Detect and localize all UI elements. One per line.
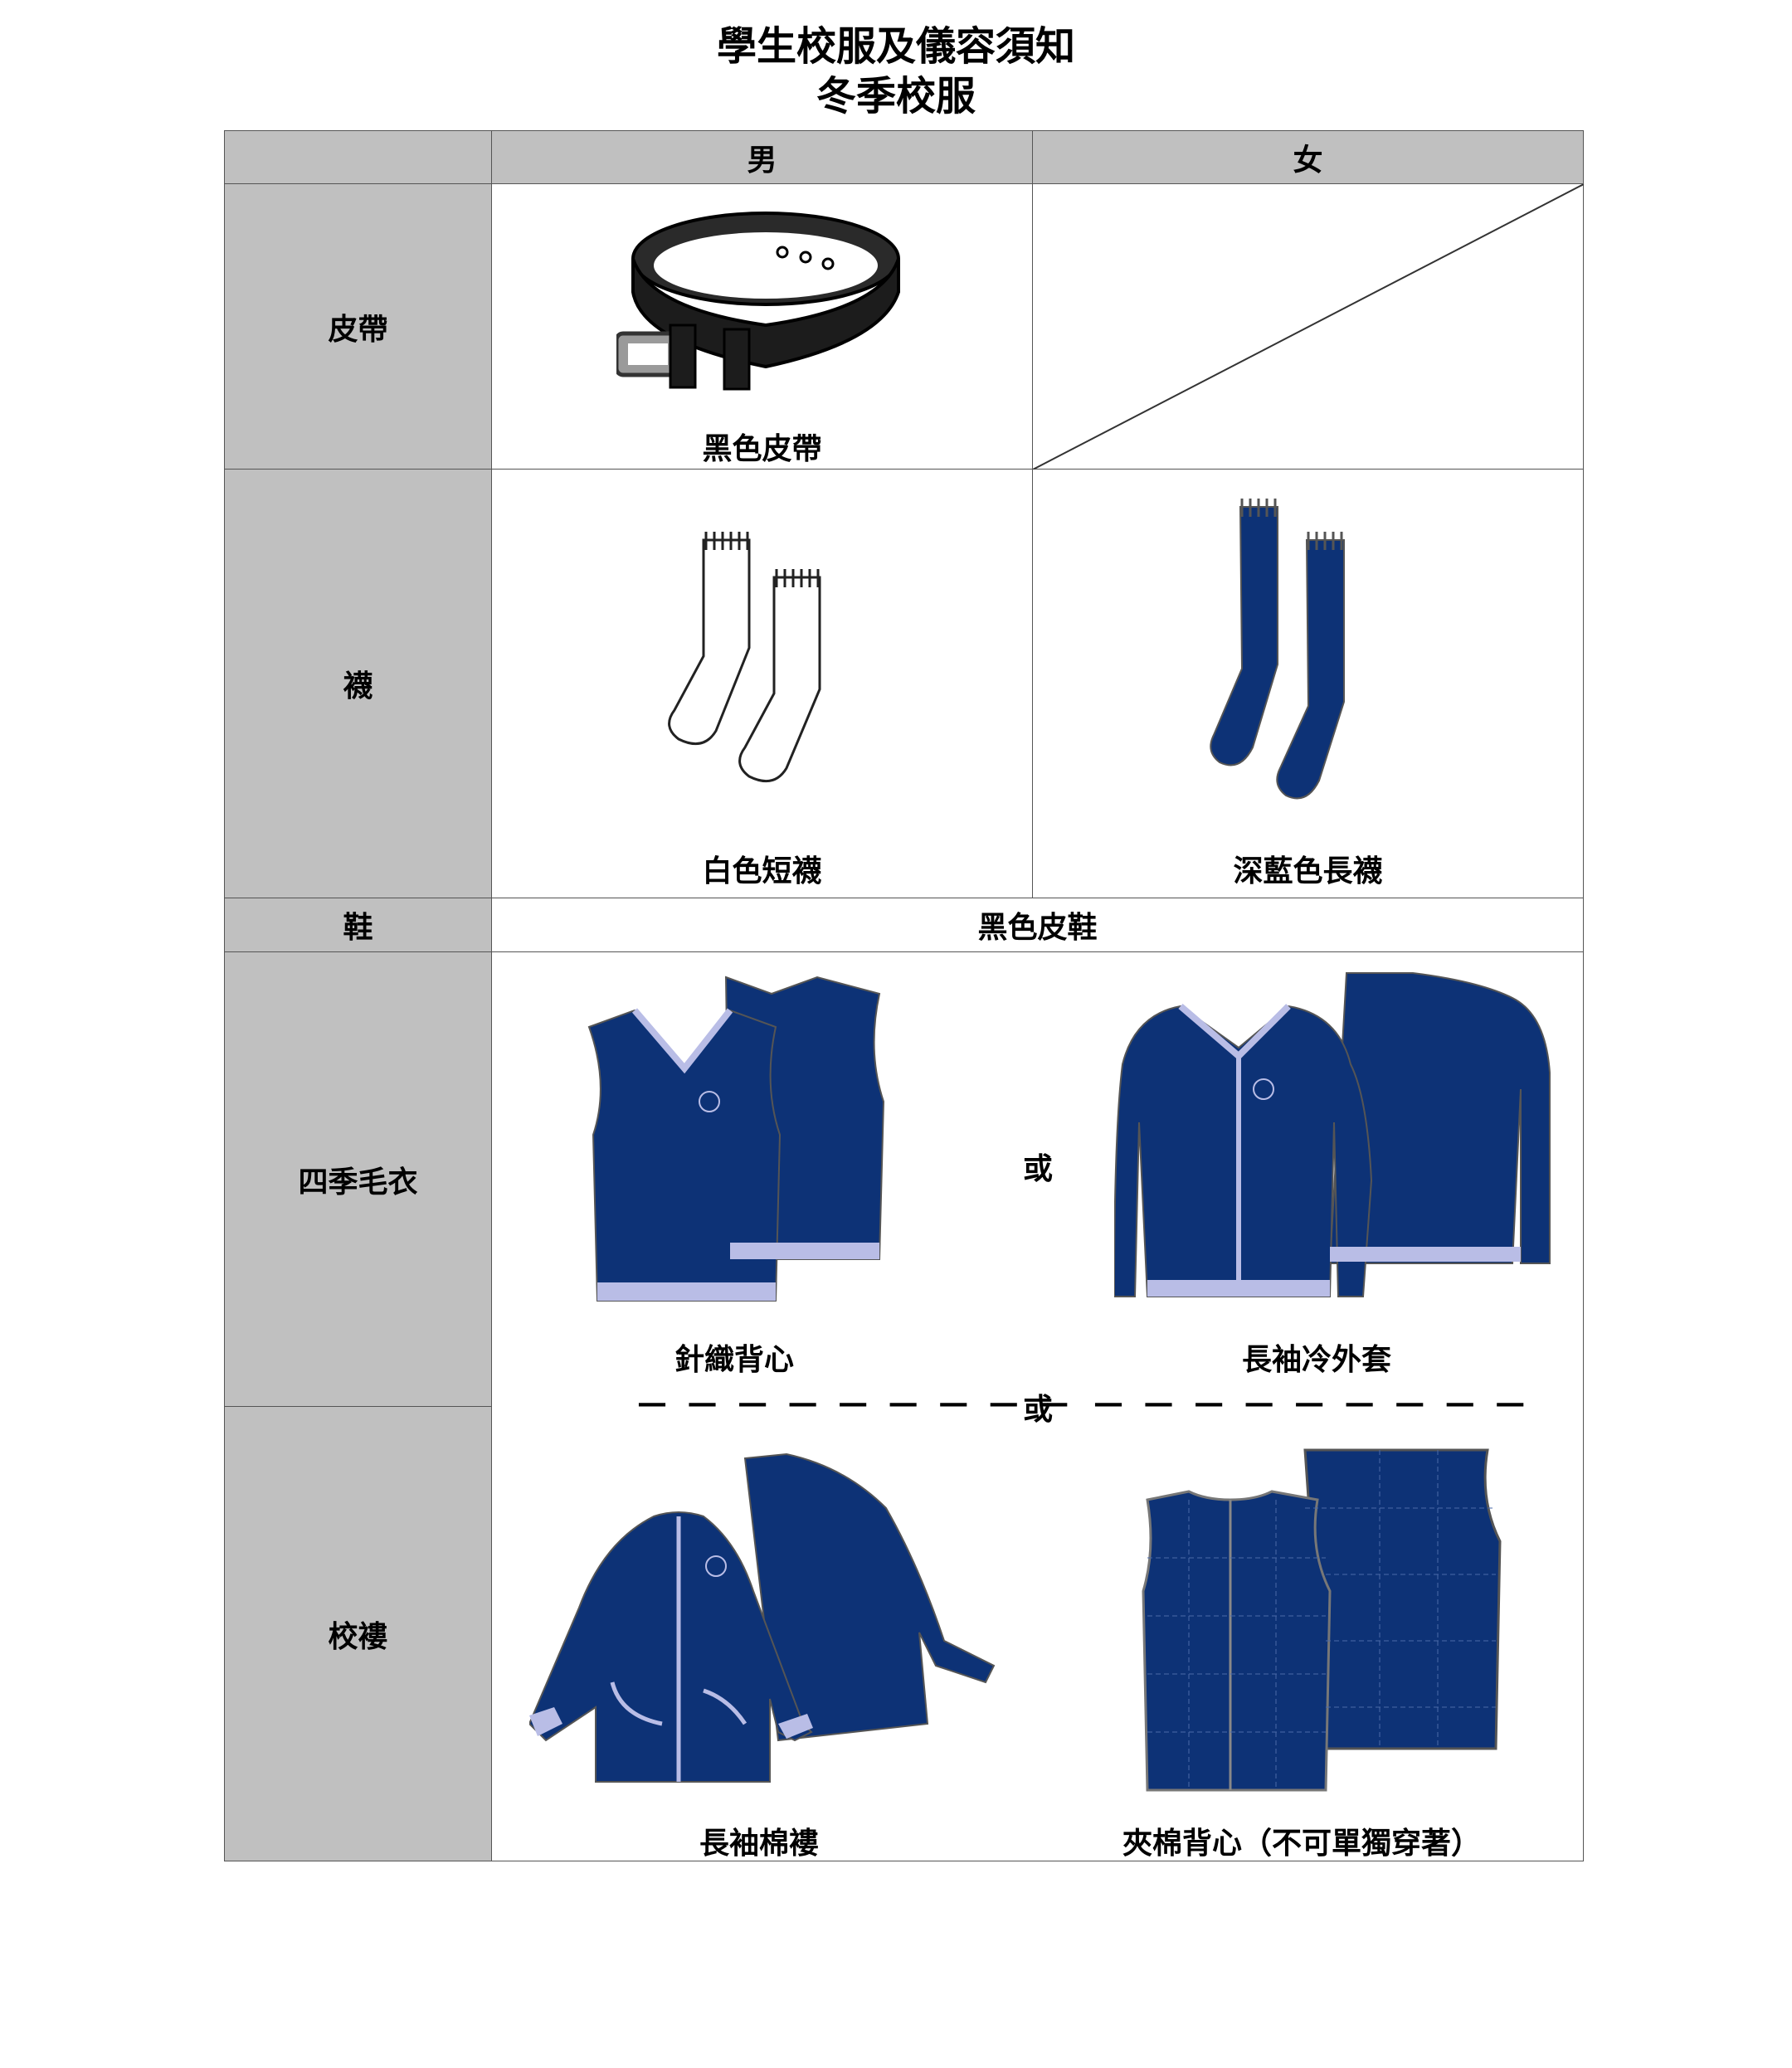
padded-coat-caption: 長袖棉褸 (699, 1826, 820, 1861)
female-socks-cell: 深藍色長襪 (1032, 469, 1584, 898)
navy-knee-socks-icon (1210, 499, 1345, 800)
uniform-table: 男 女 皮帶 黑色皮帶 襪 (224, 130, 1584, 1861)
cardigan-caption: 長袖冷外套 (1242, 1342, 1392, 1377)
belt-female-na (1032, 183, 1584, 470)
padded-vest-icon (1142, 1448, 1502, 1792)
page-title: 學生校服及儀容須知 (716, 23, 1075, 70)
outerwear-cell: 或 針織背心 長袖冷外套 — — — — — — — — — 或 — — — —… (491, 951, 1584, 1861)
divider-dashes-left: — — — — — — — — — (637, 1385, 1074, 1420)
belt-icon (616, 212, 900, 391)
belt-cell: 黑色皮帶 (491, 183, 1033, 470)
page-subtitle: 冬季校服 (816, 73, 976, 119)
header-blank (224, 130, 492, 184)
male-socks-cell: 白色短襪 (491, 469, 1033, 898)
not-applicable-diagonal (1033, 184, 1584, 470)
or-label-sweater: 或 (1023, 1151, 1054, 1186)
padded-vest-caption: 夾棉背心（不可單獨穿著） (1122, 1826, 1482, 1861)
knit-vest-icon (587, 976, 885, 1302)
divider-dashes-right: — — — — — — — — — (1093, 1385, 1531, 1420)
white-socks-caption: 白色短襪 (702, 854, 822, 888)
header-male: 男 (491, 130, 1033, 184)
padded-coat-icon (529, 1452, 996, 1783)
row-label-belt: 皮帶 (224, 183, 492, 470)
navy-socks-caption: 深藍色長襪 (1233, 854, 1383, 888)
shoes-value: 黑色皮鞋 (491, 898, 1584, 952)
vest-caption: 針織背心 (674, 1342, 795, 1377)
white-socks-icon (668, 532, 821, 783)
header-female: 女 (1032, 130, 1584, 184)
belt-caption: 黑色皮帶 (702, 431, 822, 466)
row-label-sweater: 四季毛衣 (224, 951, 492, 1407)
row-label-jacket: 校褸 (224, 1406, 492, 1861)
row-label-socks: 襪 (224, 469, 492, 898)
row-label-shoes: 鞋 (224, 898, 492, 952)
cardigan-icon (1114, 972, 1551, 1297)
or-label-divider: 或 (1023, 1392, 1054, 1427)
